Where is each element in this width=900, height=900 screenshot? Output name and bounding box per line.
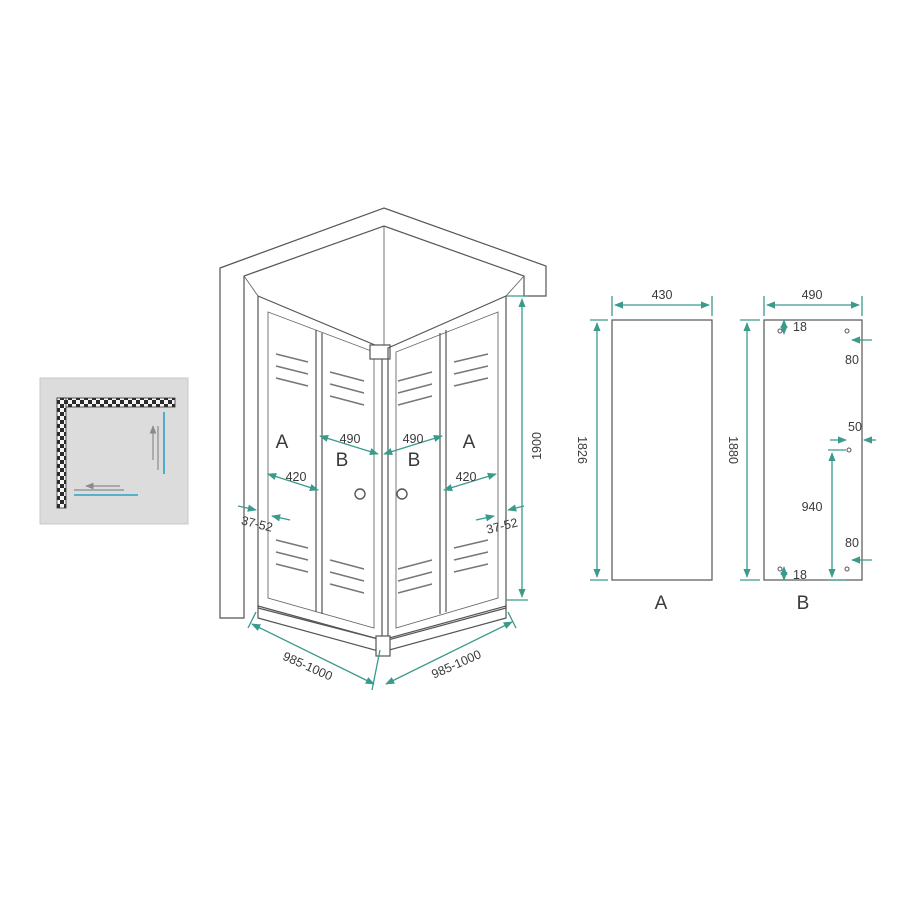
label-right-door: B bbox=[408, 450, 421, 471]
panel-a-label: A bbox=[655, 593, 668, 614]
dim-fixed-right-value: 420 bbox=[456, 470, 477, 484]
dim-base-left bbox=[247, 611, 381, 691]
panel-b-width: 490 bbox=[802, 288, 823, 302]
label-right-fixed: A bbox=[463, 432, 476, 453]
panel-b-drawing bbox=[740, 296, 876, 581]
dim-base-right bbox=[385, 611, 517, 685]
dim-height bbox=[506, 295, 528, 601]
dim-door-left bbox=[319, 434, 379, 456]
label-left-fixed: A bbox=[276, 432, 289, 453]
dim-door-right-value: 490 bbox=[403, 432, 424, 446]
dim-adjust-left bbox=[237, 504, 291, 522]
dim-height-value: 1900 bbox=[530, 432, 544, 460]
dim-adjust-right bbox=[475, 504, 525, 522]
panel-b-top-offset: 18 bbox=[793, 320, 807, 334]
dim-base-right-value: 985-1000 bbox=[429, 647, 483, 681]
panel-b-label: B bbox=[797, 593, 810, 614]
panel-b-side-bottom: 80 bbox=[845, 536, 859, 550]
dim-fixed-left bbox=[267, 473, 319, 491]
dim-door-left-value: 490 bbox=[340, 432, 361, 446]
dim-adjust-right-value: 37-52 bbox=[485, 515, 519, 536]
panel-b-height: 1880 bbox=[726, 436, 740, 464]
dim-fixed-right bbox=[443, 472, 497, 492]
label-left-door: B bbox=[336, 450, 349, 471]
panel-a-height: 1826 bbox=[575, 436, 589, 464]
panel-b-bottom-offset: 18 bbox=[793, 568, 807, 582]
corner-tile-wall-icon bbox=[39, 377, 189, 525]
dim-adjust-left-value: 37-52 bbox=[240, 513, 274, 534]
dim-door-right bbox=[383, 434, 443, 456]
panel-a-drawing bbox=[590, 296, 713, 581]
panel-b-handle-height: 940 bbox=[802, 500, 823, 514]
panel-b-handle-offset: 50 bbox=[848, 420, 862, 434]
panel-b-side-top: 80 bbox=[845, 353, 859, 367]
dim-fixed-left-value: 420 bbox=[286, 470, 307, 484]
enclosure-perspective bbox=[219, 207, 547, 657]
dim-base-left-value: 985-1000 bbox=[281, 649, 335, 683]
panel-a-width: 430 bbox=[652, 288, 673, 302]
